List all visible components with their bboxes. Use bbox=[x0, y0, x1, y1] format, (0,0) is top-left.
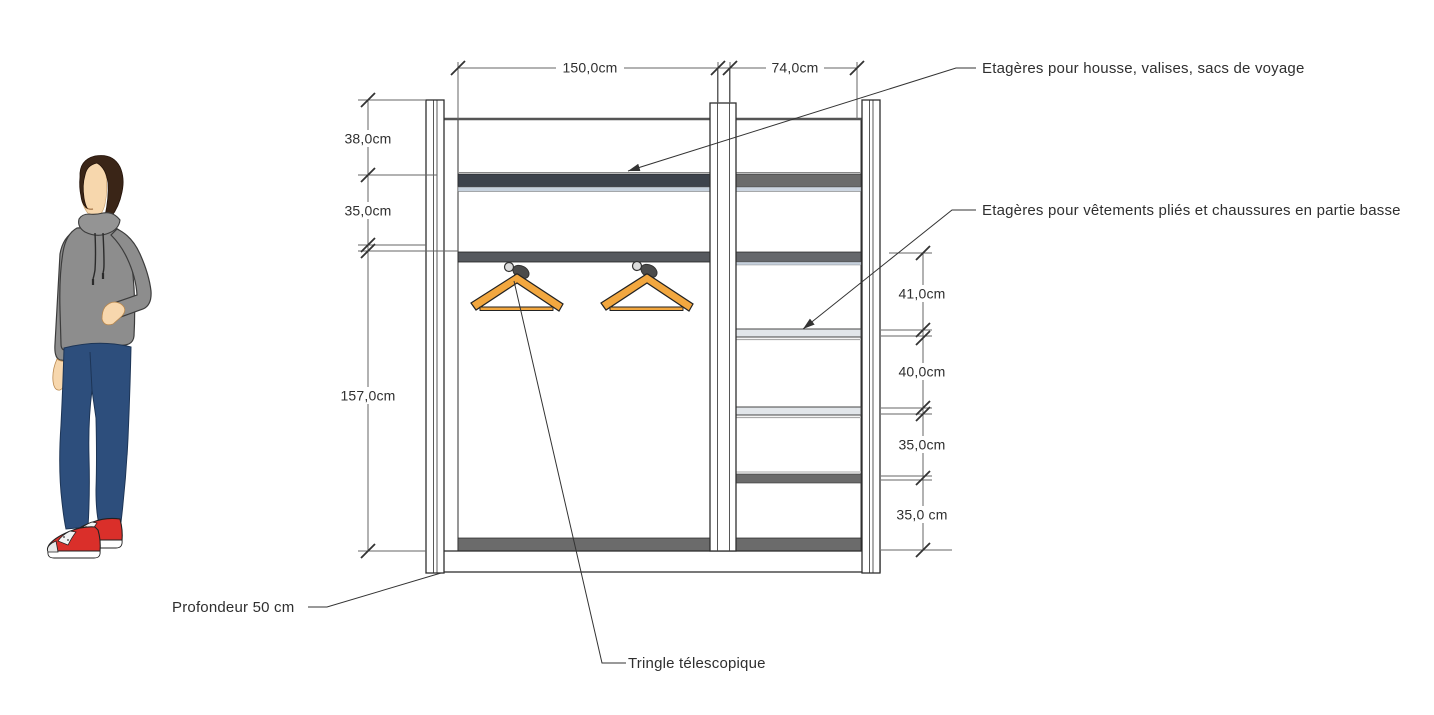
right-post bbox=[861, 99, 881, 574]
dim-left-38: 38,0cm bbox=[344, 131, 391, 147]
dimension-right bbox=[881, 245, 952, 558]
dimension-left bbox=[358, 92, 458, 559]
leader-bottom-shelves bbox=[802, 209, 976, 330]
jeans-crease bbox=[89, 351, 93, 391]
hanger-icon bbox=[470, 261, 564, 312]
dim-label-bg bbox=[556, 59, 624, 76]
dim-left-157: 157,0cm bbox=[340, 388, 395, 404]
dim-label-bg bbox=[894, 285, 951, 302]
dim-label-bg bbox=[340, 130, 396, 147]
upper-shelf bbox=[457, 172, 862, 192]
dim-label-bg bbox=[894, 363, 951, 380]
dim-left-35: 35,0cm bbox=[344, 203, 391, 219]
dim-right-41: 41,0cm bbox=[898, 286, 945, 302]
extension-lines bbox=[358, 99, 458, 552]
annotation-depth: Profondeur 50 cm bbox=[172, 599, 294, 616]
hoodie-drawstrings bbox=[92, 232, 105, 280]
dimension-ticks bbox=[360, 92, 376, 559]
middle-post bbox=[709, 68, 737, 552]
dim-right-40: 40,0cm bbox=[898, 364, 945, 380]
extension-lines bbox=[881, 252, 952, 551]
right-column-shelves bbox=[735, 251, 862, 484]
leader-top-shelves bbox=[627, 67, 976, 172]
annotation-rod: Tringle télescopique bbox=[628, 655, 766, 672]
dim-label-bg bbox=[340, 202, 396, 219]
person-figure bbox=[46, 155, 152, 559]
bottom-shelf bbox=[457, 537, 862, 552]
hanging-rail bbox=[457, 251, 711, 263]
annotation-bottom-shelves: Etagères pour vêtements pliés et chaussu… bbox=[982, 202, 1401, 219]
extension-lines bbox=[457, 62, 858, 119]
dim-label-bg bbox=[766, 59, 824, 76]
leader-rod bbox=[513, 280, 626, 664]
annotation-top-shelves: Etagères pour housse, valises, sacs de v… bbox=[982, 60, 1305, 77]
person-hair bbox=[79, 155, 124, 219]
left-post bbox=[425, 99, 445, 574]
person-hood bbox=[78, 212, 121, 236]
base-plinth bbox=[437, 550, 881, 573]
wardrobe-structure bbox=[425, 68, 881, 574]
person-right-hand bbox=[101, 301, 126, 326]
dim-right-35a: 35,0cm bbox=[898, 437, 945, 453]
leader-depth bbox=[308, 572, 442, 608]
hanger-icon bbox=[600, 260, 694, 312]
leader-lines bbox=[308, 67, 976, 664]
dim-label-bg bbox=[892, 506, 953, 523]
dim-label-bg bbox=[336, 387, 400, 404]
dim-right-35b: 35,0 cm bbox=[896, 507, 947, 523]
dimension-ticks bbox=[450, 60, 865, 76]
drawstring-aglets bbox=[91, 273, 105, 285]
dim-top-width-right: 74,0cm bbox=[771, 60, 818, 76]
person-front-shoe bbox=[46, 526, 101, 559]
dim-label-bg bbox=[894, 436, 951, 453]
dim-top-width-left: 150,0cm bbox=[562, 60, 617, 76]
person-jeans bbox=[59, 342, 132, 530]
dimension-ticks bbox=[915, 245, 931, 558]
